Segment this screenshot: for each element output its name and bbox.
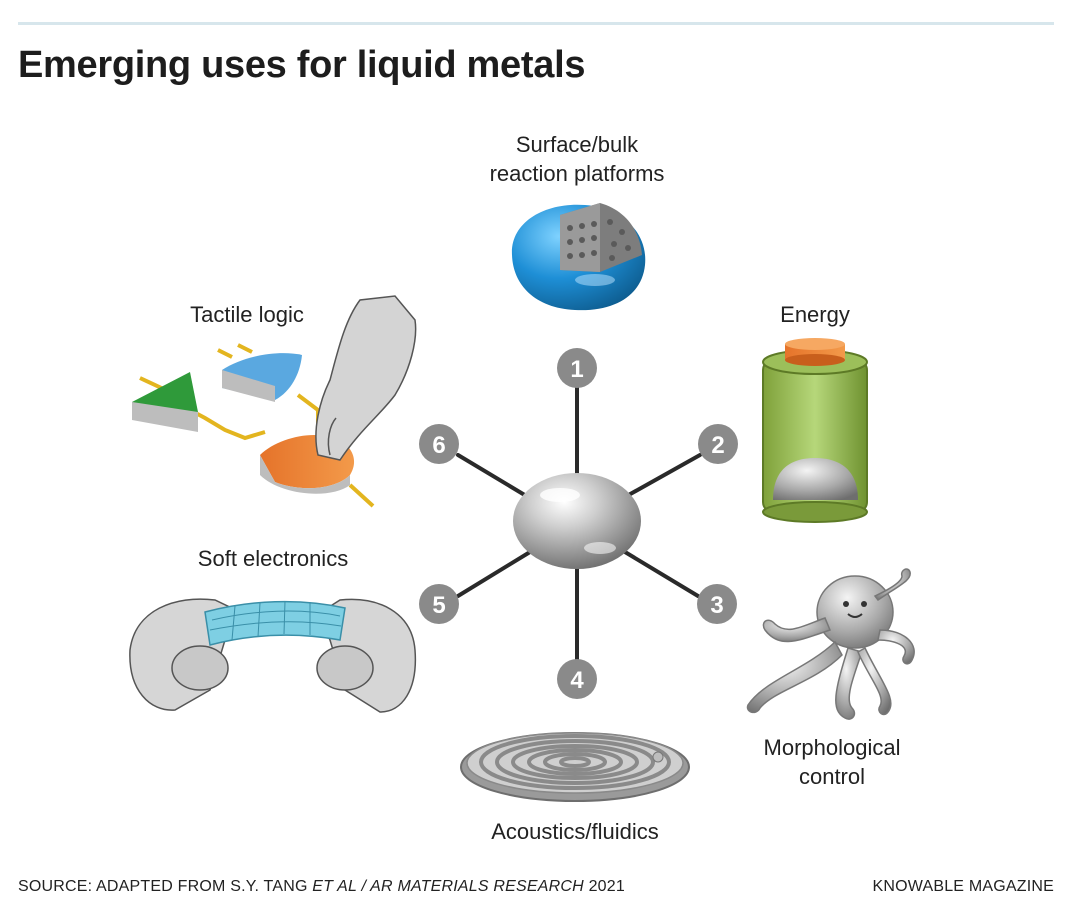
badge-5-number: 5 xyxy=(432,592,445,619)
badge-5: 5 xyxy=(419,584,459,624)
badge-3: 3 xyxy=(697,584,737,624)
badge-6-number: 6 xyxy=(432,432,445,459)
tactile-logic-illustration xyxy=(132,295,417,508)
octopus-illustration xyxy=(746,568,915,720)
label-reaction-platforms: Surface/bulk reaction platforms xyxy=(489,132,665,186)
label-energy: Energy xyxy=(780,302,850,327)
top-divider xyxy=(18,22,1054,25)
number-badges: 1 2 3 4 5 6 xyxy=(419,348,738,699)
badge-1: 1 xyxy=(557,348,597,388)
battery-illustration xyxy=(762,338,868,523)
page-title: Emerging uses for liquid metals xyxy=(18,44,586,86)
reaction-sphere-illustration xyxy=(511,203,646,311)
label-acoustics-fluidics: Acoustics/fluidics xyxy=(491,819,659,844)
badge-6: 6 xyxy=(419,424,459,464)
publisher-credit: KNOWABLE MAGAZINE xyxy=(872,878,1054,895)
label-tactile-logic: Tactile logic xyxy=(190,302,304,327)
badge-2-number: 2 xyxy=(711,432,724,459)
spiral-coil-illustration xyxy=(460,732,690,802)
label-soft-electronics: Soft electronics xyxy=(197,546,349,571)
badge-4-number: 4 xyxy=(570,667,584,694)
label-morphological-control: Morphological control xyxy=(763,735,901,789)
badge-2: 2 xyxy=(698,424,738,464)
soft-electronics-illustration xyxy=(129,598,417,713)
source-credit: SOURCE: ADAPTED FROM S.Y. TANG ET AL / A… xyxy=(18,878,625,895)
badge-1-number: 1 xyxy=(570,356,583,383)
hub-spokes xyxy=(456,386,702,664)
badge-4: 4 xyxy=(557,659,597,699)
badge-3-number: 3 xyxy=(710,592,723,619)
liquid-metal-droplet xyxy=(513,473,641,569)
